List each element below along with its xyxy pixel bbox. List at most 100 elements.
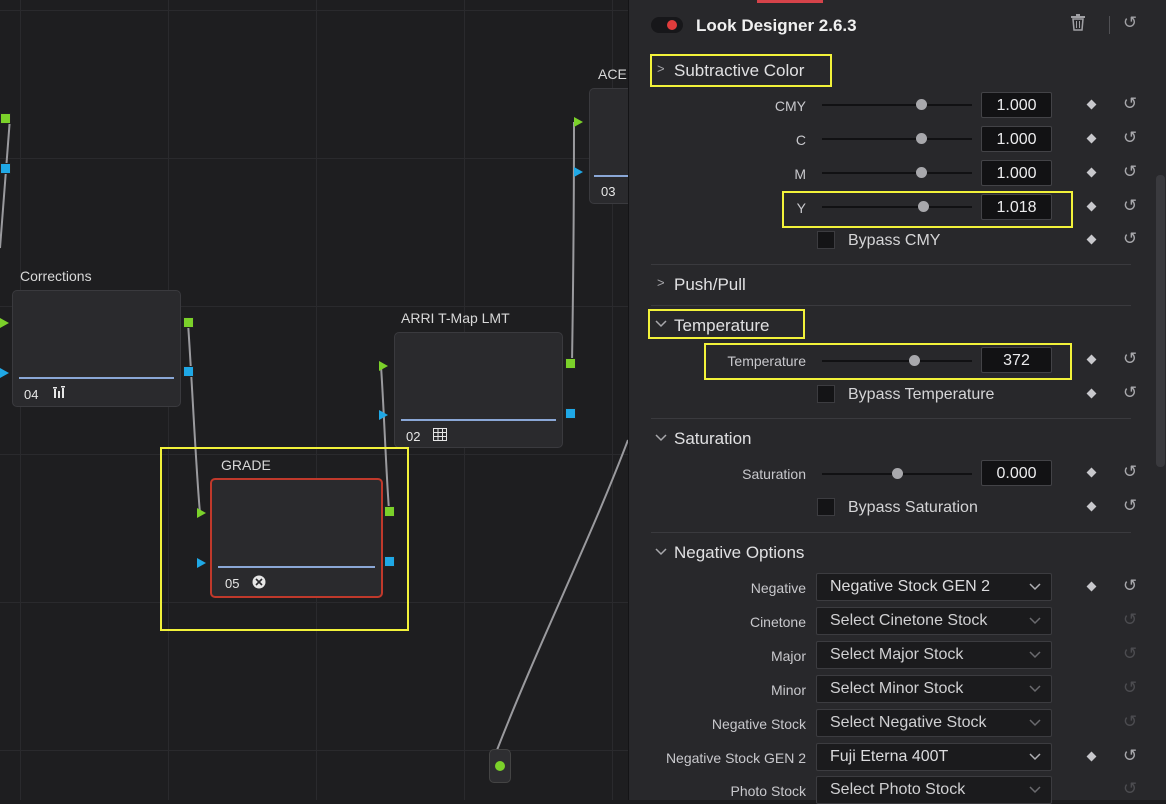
negative-dropdown[interactable]: Negative Stock GEN 2 <box>816 573 1052 601</box>
negative-stock-gen2-dropdown[interactable]: Fuji Eterna 400T <box>816 743 1052 771</box>
chevron-right-icon[interactable]: > <box>657 61 665 76</box>
param-label: Minor <box>770 682 806 698</box>
checkbox-label: Bypass Temperature <box>848 386 995 403</box>
header-separator <box>1109 16 1110 34</box>
bypass-saturation-checkbox[interactable] <box>817 498 835 516</box>
output-port[interactable] <box>384 556 395 567</box>
input-port[interactable] <box>0 318 9 328</box>
input-port[interactable] <box>197 508 206 518</box>
output-port[interactable] <box>183 317 194 328</box>
node-title-corrections: Corrections <box>20 268 92 284</box>
reset-icon[interactable]: ↺ <box>1123 229 1138 248</box>
slider-knob[interactable] <box>916 167 927 178</box>
fx-enable-toggle[interactable] <box>651 17 683 33</box>
slider-knob[interactable] <box>916 99 927 110</box>
toggle-dot <box>667 20 677 30</box>
chevron-right-icon[interactable]: > <box>657 275 665 290</box>
reset-icon[interactable]: ↺ <box>1123 128 1138 147</box>
node-corrections[interactable]: 04 <box>12 290 181 407</box>
grid-lut-icon <box>433 428 447 444</box>
negative-stock-dropdown[interactable]: Select Negative Stock <box>816 709 1052 737</box>
output-port[interactable] <box>183 366 194 377</box>
cmy-value-field[interactable]: 1.000 <box>981 92 1052 118</box>
node-graph[interactable]: ACE 03 Corrections 04 ARRI T-Map LMT 02 … <box>0 0 628 800</box>
fx-icon <box>252 575 266 592</box>
output-node[interactable] <box>489 749 511 783</box>
section-saturation[interactable]: Saturation <box>674 429 752 448</box>
divider <box>651 532 1131 533</box>
slider-knob[interactable] <box>916 133 927 144</box>
trash-icon[interactable] <box>1071 14 1085 36</box>
node-arri-tmap[interactable]: 02 <box>394 332 563 448</box>
section-negative-options[interactable]: Negative Options <box>674 543 805 562</box>
c-value-field[interactable]: 1.000 <box>981 126 1052 152</box>
keyframe-icon[interactable] <box>1086 354 1097 365</box>
y-slider[interactable] <box>822 206 972 208</box>
cmy-slider[interactable] <box>822 104 972 106</box>
dropdown-value: Select Photo Stock <box>830 781 966 798</box>
temperature-value-field[interactable]: 372 <box>981 347 1052 373</box>
slider-knob[interactable] <box>892 468 903 479</box>
input-port[interactable] <box>574 117 583 127</box>
keyframe-icon[interactable] <box>1086 133 1097 144</box>
active-indicator <box>757 0 823 3</box>
section-subtractive-color[interactable]: Subtractive Color <box>674 61 805 80</box>
keyframe-icon[interactable] <box>1086 388 1097 399</box>
node-ace[interactable]: 03 <box>589 88 628 204</box>
reset-icon[interactable]: ↺ <box>1123 196 1138 215</box>
keyframe-icon[interactable] <box>1086 501 1097 512</box>
slider-knob[interactable] <box>918 201 929 212</box>
output-port[interactable] <box>565 358 576 369</box>
input-port[interactable] <box>574 167 583 177</box>
keyframe-icon[interactable] <box>1086 201 1097 212</box>
input-port[interactable] <box>0 163 11 174</box>
slider-knob[interactable] <box>909 355 920 366</box>
photo-stock-dropdown[interactable]: Select Photo Stock <box>816 776 1052 804</box>
output-port[interactable] <box>565 408 576 419</box>
scrollbar[interactable] <box>1156 175 1165 467</box>
reset-icon[interactable]: ↺ <box>1123 162 1138 181</box>
levels-icon <box>53 386 65 401</box>
temperature-slider[interactable] <box>822 360 972 362</box>
input-port[interactable] <box>0 368 9 378</box>
output-port[interactable] <box>384 506 395 517</box>
reset-icon[interactable]: ↺ <box>1123 349 1138 368</box>
param-label: Y <box>796 200 806 216</box>
m-slider[interactable] <box>822 172 972 174</box>
keyframe-icon[interactable] <box>1086 167 1097 178</box>
param-label: Major <box>770 648 806 664</box>
c-slider[interactable] <box>822 138 972 140</box>
input-port[interactable] <box>0 113 11 124</box>
chevron-down-icon[interactable] <box>655 544 667 559</box>
input-port[interactable] <box>379 410 388 420</box>
reset-icon[interactable]: ↺ <box>1123 496 1138 515</box>
param-label: Negative Stock <box>711 716 806 732</box>
chevron-down-icon[interactable] <box>655 316 667 331</box>
minor-dropdown[interactable]: Select Minor Stock <box>816 675 1052 703</box>
node-grade[interactable]: 05 <box>210 478 383 598</box>
cinetone-dropdown[interactable]: Select Cinetone Stock <box>816 607 1052 635</box>
m-value-field[interactable]: 1.000 <box>981 160 1052 186</box>
section-push-pull[interactable]: Push/Pull <box>674 275 746 294</box>
keyframe-icon[interactable] <box>1086 581 1097 592</box>
section-temperature[interactable]: Temperature <box>674 316 770 335</box>
reset-icon[interactable]: ↺ <box>1123 462 1138 481</box>
input-port[interactable] <box>379 361 388 371</box>
major-dropdown[interactable]: Select Major Stock <box>816 641 1052 669</box>
chevron-down-icon[interactable] <box>655 430 667 445</box>
keyframe-icon[interactable] <box>1086 234 1097 245</box>
input-port[interactable] <box>197 558 206 568</box>
reset-icon[interactable]: ↺ <box>1123 94 1138 113</box>
reset-icon[interactable]: ↺ <box>1123 576 1138 595</box>
bypass-cmy-checkbox[interactable] <box>817 231 835 249</box>
keyframe-icon[interactable] <box>1086 99 1097 110</box>
y-value-field[interactable]: 1.018 <box>981 194 1052 220</box>
keyframe-icon[interactable] <box>1086 751 1097 762</box>
reset-icon[interactable]: ↺ <box>1123 746 1138 765</box>
reset-icon[interactable]: ↺ <box>1123 383 1138 402</box>
reset-all-icon[interactable]: ↺ <box>1123 13 1138 32</box>
saturation-value-field[interactable]: 0.000 <box>981 460 1052 486</box>
keyframe-icon[interactable] <box>1086 467 1097 478</box>
reset-icon: ↺ <box>1123 712 1138 731</box>
bypass-temperature-checkbox[interactable] <box>817 385 835 403</box>
